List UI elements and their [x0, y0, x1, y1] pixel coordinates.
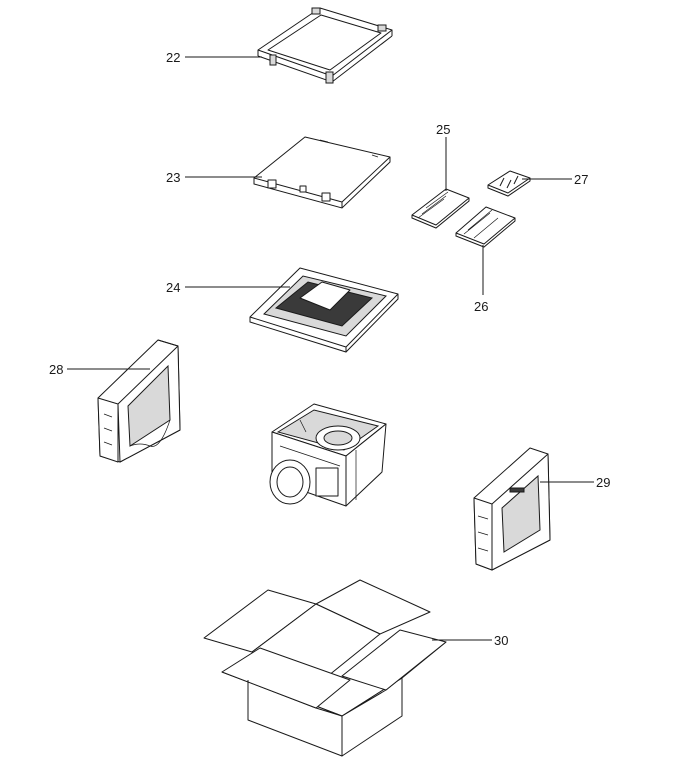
fan-housing	[269, 403, 387, 507]
part-28-foam-insert-left	[97, 339, 181, 463]
part-26-instructions	[455, 206, 516, 248]
callout-24: 24	[166, 280, 180, 295]
part-22-grille-frame	[257, 7, 393, 84]
callout-23: 23	[166, 170, 180, 185]
callout-25: 25	[436, 122, 450, 137]
callout-27: 27	[574, 172, 588, 187]
callout-30: 30	[494, 633, 508, 648]
part-27-screws	[487, 170, 531, 197]
part-23-grille-plate	[253, 136, 391, 209]
callout-28: 28	[49, 362, 63, 377]
callout-26: 26	[474, 299, 488, 314]
part-25-manual	[411, 188, 470, 229]
part-30-carton-box	[203, 579, 447, 757]
part-24-light-panel	[249, 267, 399, 353]
part-29-foam-insert-right	[473, 447, 551, 571]
callout-22: 22	[166, 50, 180, 65]
callout-29: 29	[596, 475, 610, 490]
